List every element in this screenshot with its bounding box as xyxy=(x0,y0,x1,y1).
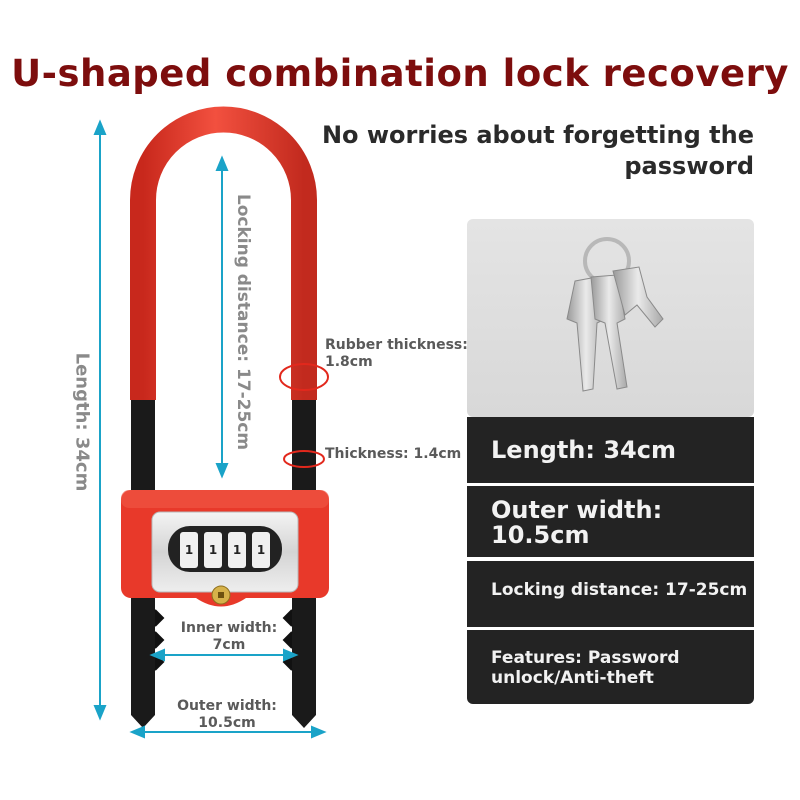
spec-length-text: Length: 34cm xyxy=(491,436,676,464)
thickness-label: Thickness: 1.4cm xyxy=(325,446,462,462)
spec-features: Features: Password unlock/Anti-theft xyxy=(467,630,754,704)
spec-length: Length: 34cm xyxy=(467,417,754,483)
rubber-ring-marker xyxy=(279,363,329,391)
outer-width-label: Outer width: 10.5cm xyxy=(172,698,282,732)
subtitle: No worries about forgetting the password xyxy=(322,120,754,182)
rubber-thickness-title: Rubber thickness: xyxy=(325,337,468,353)
spec-outer-width-text: Outer width: 10.5cm xyxy=(491,498,662,548)
spec-outer-width-title: Outer width: xyxy=(491,496,663,524)
length-dimension-line xyxy=(93,119,107,721)
outer-width-dimension-line xyxy=(129,725,327,739)
spec-locking-distance: Locking distance: 17-25cm xyxy=(467,561,754,627)
spec-features-text: Features: Password unlock/Anti-theft xyxy=(491,648,680,688)
lock-body xyxy=(121,490,329,607)
inner-width-title: Inner width: xyxy=(180,620,278,636)
page-title: U-shaped combination lock recovery xyxy=(11,52,789,95)
keys-image xyxy=(566,237,664,392)
dial-3: 1 xyxy=(233,543,241,557)
subtitle-line-1: No worries about forgetting the xyxy=(321,121,754,149)
outer-width-value: 10.5cm xyxy=(198,715,256,731)
locking-distance-dimension-line xyxy=(215,155,229,479)
outer-width-title: Outer width: xyxy=(177,698,277,714)
inner-width-dimension-line xyxy=(149,648,299,662)
spec-features-line-2: unlock/Anti-theft xyxy=(491,668,654,688)
spec-outer-width: Outer width: 10.5cm xyxy=(467,486,754,557)
locking-distance-label: Locking distance: 17-25cm xyxy=(233,193,253,451)
dial-2: 1 xyxy=(209,543,217,557)
spec-features-line-1: Features: Password xyxy=(491,648,680,668)
inner-width-label: Inner width: 7cm xyxy=(174,620,284,654)
spec-locking-distance-text: Locking distance: 17-25cm xyxy=(491,580,748,600)
length-label: Length: 34cm xyxy=(71,352,93,492)
thickness-ring-marker xyxy=(283,450,325,468)
dial-1: 1 xyxy=(185,543,193,557)
lock-shackle xyxy=(130,106,317,400)
inner-width-value: 7cm xyxy=(212,637,246,653)
combination-dials: 1 1 1 1 xyxy=(180,532,270,568)
keys-image-panel xyxy=(467,219,754,417)
rubber-thickness-value: 1.8cm xyxy=(325,354,373,370)
spec-outer-width-value: 10.5cm xyxy=(491,521,590,549)
subtitle-line-2: password xyxy=(624,152,754,180)
rubber-thickness-label: Rubber thickness: 1.8cm xyxy=(325,337,468,371)
dial-4: 1 xyxy=(257,543,265,557)
